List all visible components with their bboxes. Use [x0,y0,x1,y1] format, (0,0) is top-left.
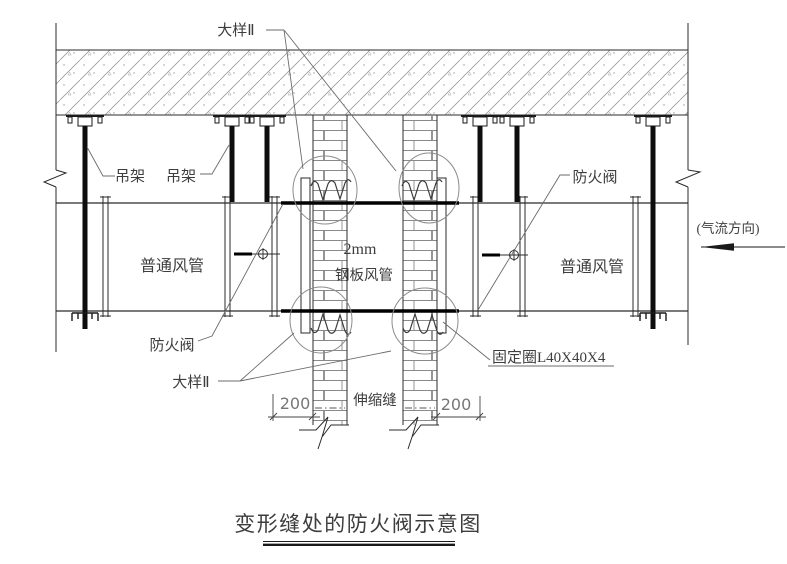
label-fire-damper-bottom: 防火阀 [149,337,194,354]
break-symbol [299,416,349,450]
damper-handle-left [234,248,280,260]
label-steel-duct-thickness: 2mm [344,241,377,258]
trapeze-bracket [639,312,667,321]
detail-balloons [289,152,460,355]
dimension-right [431,396,486,421]
airflow-arrow [701,243,785,251]
anchor-plate [248,115,286,127]
spring-symbol [310,311,352,335]
drawing-title: 变形缝处的防火阀示意图 [234,512,482,536]
hanger-rods [82,126,656,329]
detail-balloon [292,155,358,225]
leader-fixing-ring [442,321,614,367]
ceiling-slab [56,49,688,116]
label-hanger-right: 吊架 [166,168,196,185]
arrowhead-left-icon [701,243,734,251]
anchor-plate [213,115,251,127]
brick-wall-right [389,115,439,450]
detail-balloon [289,286,353,354]
label-duct-left: 普通风管 [140,257,204,275]
detail-balloon [398,152,460,224]
anchor-plate [498,115,536,127]
trapeze-brackets [71,312,667,321]
leader-detail-top [266,29,397,172]
break-symbol [42,169,68,188]
steel-duct-section [281,201,459,313]
label-dim-left: 200 [280,394,311,413]
trapeze-bracket [71,312,99,321]
label-airflow-direction: (气流方向) [697,221,760,236]
break-symbol [389,416,439,450]
label-hanger-left: 吊架 [115,168,145,185]
leader-lines [86,29,614,382]
label-steel-duct-name: 钢板风管 [335,266,393,284]
spring-symbol [401,179,443,203]
label-fire-damper-top: 防火阀 [572,169,617,186]
anchor-plate [461,115,499,127]
label-dim-right: 200 [441,395,472,414]
leader-hanger-right [200,144,230,175]
spring-symbols [310,179,444,335]
spring-symbol [402,311,444,335]
label-fixing-ring: 固定圈L40X40X4 [492,349,606,366]
damper-handle-right [482,249,528,261]
duct-flanges [100,196,641,317]
anchor-plate [634,115,672,127]
left-break-line [42,23,68,352]
anchor-plates [66,115,672,127]
drawing-title-block: 变形缝处的防火阀示意图 [234,512,482,546]
right-break-line [674,23,702,345]
leader-damper-top [477,174,570,311]
leader-hanger-left [86,146,115,177]
annotation-texts: 大样Ⅱ 吊架 吊架 防火阀 (气流方向) 普通风管 普通风管 2mm 钢板风管 … [115,22,760,414]
label-detail-top: 大样Ⅱ [217,22,254,39]
dimension-left [268,394,320,421]
spring-symbol [310,179,352,203]
brick-wall-left [299,115,349,450]
label-duct-right: 普通风管 [560,258,624,276]
label-expansion-joint: 伸缩缝 [353,392,397,409]
leader-damper-bottom [197,203,284,342]
fixing-ring-left [300,177,311,334]
break-symbol [674,169,702,188]
leader-detail-bottom [218,332,392,382]
hanger-assemblies [66,115,672,329]
anchor-plate [66,115,104,127]
detail-balloon [391,287,459,355]
fixing-ring-right [436,177,447,334]
label-detail-bottom: 大样Ⅱ [172,374,209,391]
